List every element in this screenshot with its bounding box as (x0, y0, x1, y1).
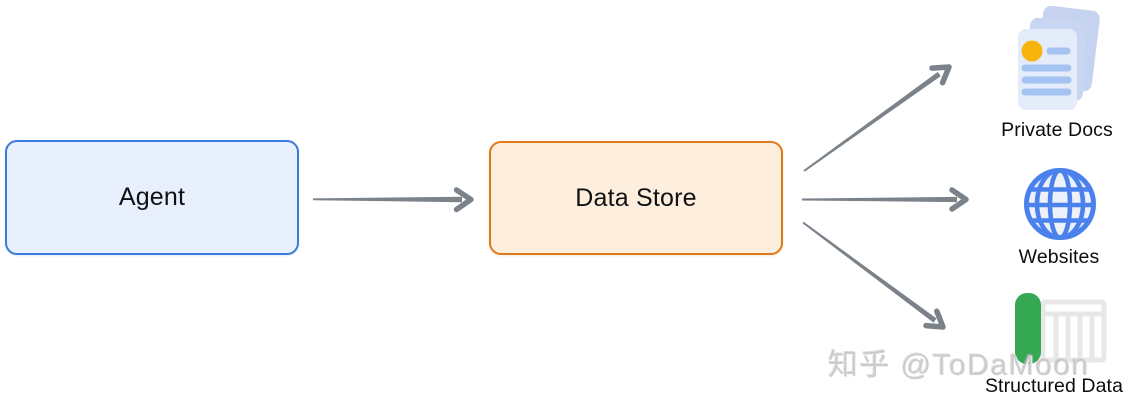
node-agent-label: Agent (118, 183, 186, 211)
spreadsheet-icon (1015, 293, 1107, 364)
highlighted-column (1015, 293, 1041, 364)
arrow-datastore-to-websites (802, 187, 969, 212)
globe-icon (1024, 168, 1096, 240)
arrow-agent-to-datastore (313, 187, 474, 213)
documents-stack-icon (1018, 6, 1100, 110)
label-structured-data: Structured Data (984, 375, 1124, 397)
arrow-datastore-to-private-docs (803, 64, 952, 172)
node-data-store: Data Store (489, 141, 783, 255)
label-websites: Websites (1018, 246, 1100, 268)
label-private-docs: Private Docs (1001, 119, 1113, 141)
node-agent: Agent (5, 140, 299, 255)
arrow-datastore-to-structured-data (802, 221, 946, 330)
node-data-store-label: Data Store (575, 183, 697, 212)
